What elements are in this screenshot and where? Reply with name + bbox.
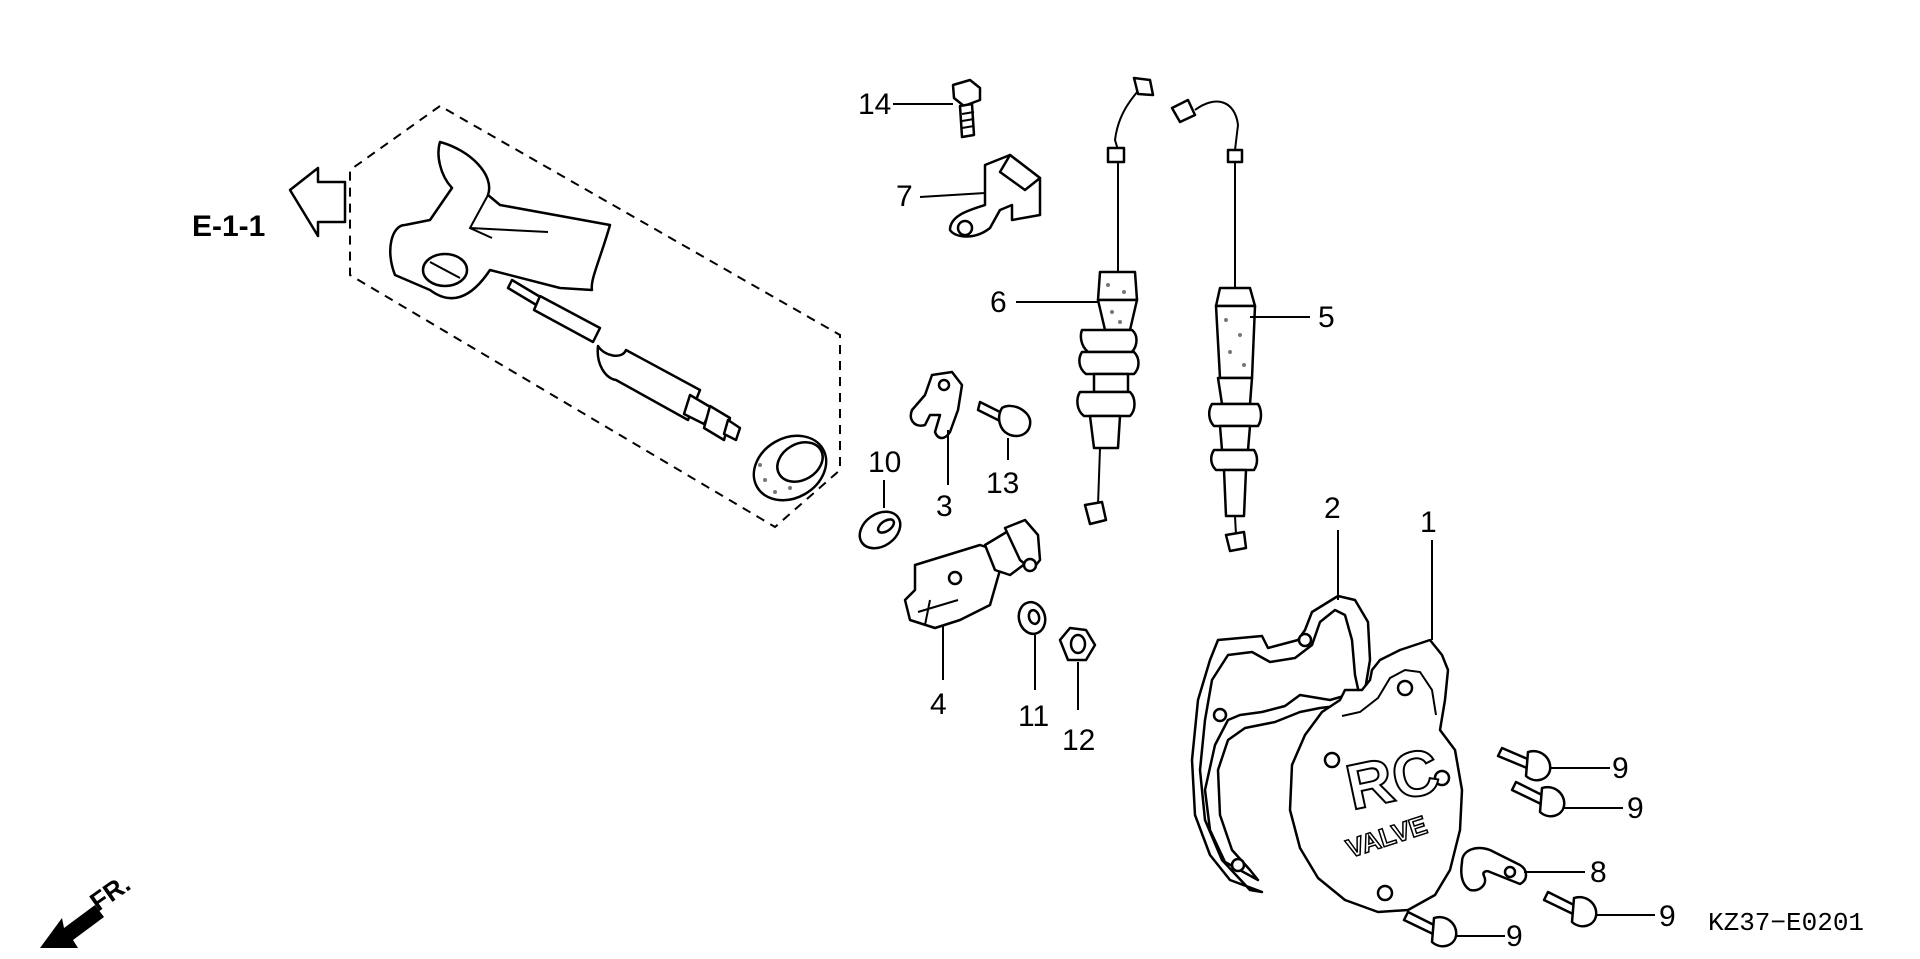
bolt-13-part <box>976 400 1032 438</box>
diagram-code: KZ37−E0201 <box>1708 908 1864 938</box>
callout-12: 12 <box>1062 724 1095 757</box>
front-direction: FR. <box>40 868 136 948</box>
solid-arrow-down-left-icon <box>40 905 104 948</box>
bolt-9-part <box>1496 746 1552 782</box>
callout-14: 14 <box>858 88 891 121</box>
callout-6: 6 <box>990 286 1007 319</box>
gasket-2-part <box>1190 594 1372 894</box>
shaft-part <box>506 278 742 442</box>
callout-1: 1 <box>1420 506 1437 539</box>
bolt-9-part <box>1542 890 1598 928</box>
assembly-boundary <box>349 104 841 529</box>
washer-11-part <box>1017 600 1047 636</box>
callout-9a: 9 <box>1612 752 1629 785</box>
callout-9d: 9 <box>1659 900 1676 933</box>
cover-1-part: RC VALVE <box>1288 638 1464 914</box>
callout-2: 2 <box>1324 492 1341 525</box>
lever-part <box>389 140 612 300</box>
grommet-10-part <box>858 510 902 550</box>
callout-11: 11 <box>1018 700 1049 733</box>
callout-4: 4 <box>930 688 947 721</box>
callout-7: 7 <box>896 180 913 213</box>
bolt-9-part <box>1510 780 1566 818</box>
cable-5-part <box>1170 98 1263 553</box>
reference-label: E-1-1 <box>192 210 265 243</box>
nut-12-part <box>1058 626 1097 662</box>
reference-link[interactable]: E-1-1 <box>192 166 347 243</box>
callout-5: 5 <box>1318 301 1335 334</box>
plate-3-part <box>909 370 964 440</box>
callout-3: 3 <box>936 490 953 523</box>
callout-8: 8 <box>1590 856 1607 889</box>
cable-6-part <box>1076 76 1155 526</box>
clip-8-part <box>1460 846 1528 892</box>
callout-9b: 9 <box>1627 792 1644 825</box>
joint-4-part <box>903 518 1042 630</box>
hollow-arrow-left-icon <box>288 166 347 238</box>
callout-13: 13 <box>986 467 1019 500</box>
bolt-14-part <box>951 78 982 139</box>
oil-seal-part <box>752 434 828 502</box>
bolt-9-part <box>1402 910 1458 948</box>
callout-10: 10 <box>868 446 901 479</box>
callout-9c: 9 <box>1506 920 1523 953</box>
bracket-7-part <box>948 153 1042 238</box>
